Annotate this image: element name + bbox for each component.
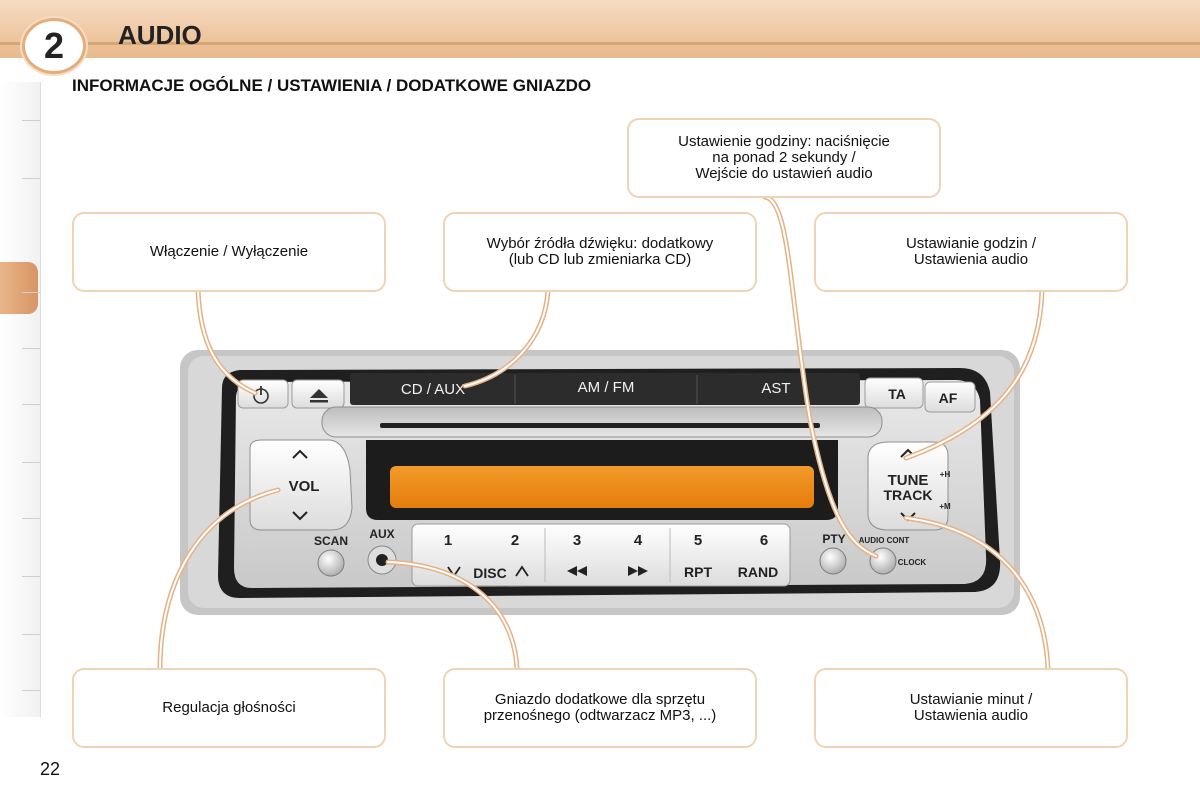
side-tab-divider	[22, 518, 40, 519]
preset-3-label: 3	[573, 532, 581, 549]
rewind-icon	[567, 566, 587, 576]
eject-icon	[310, 389, 328, 398]
leader-line-minutes-inner	[905, 517, 1049, 671]
preset-4-label: 4	[634, 532, 643, 549]
audio-cont-clock-button[interactable]	[869, 547, 897, 575]
side-tab-divider	[22, 292, 40, 293]
callout-aux-jack: Gniazdo dodatkowe dla sprzętu przenośneg…	[443, 668, 757, 748]
side-tab-divider	[22, 634, 40, 635]
side-tab-divider	[22, 576, 40, 577]
eject-button[interactable]	[291, 379, 345, 409]
leader-line-aux-inner	[387, 561, 518, 671]
cd-slot-frame	[321, 406, 883, 438]
orange-display	[390, 466, 814, 508]
audio-cont-label: AUDIO CONT	[859, 536, 910, 545]
callout-clock: Ustawienie godziny: naciśnięcie na ponad…	[627, 118, 941, 198]
preset-button-3[interactable]: 3	[573, 532, 581, 549]
leader-line-volume-inner	[159, 489, 279, 671]
preset-6-label: 6	[760, 532, 768, 549]
chapter-side-tabs	[0, 82, 41, 717]
callout-source: Wybór źródła dźwięku: dodatkowy (lub CD …	[443, 212, 757, 292]
chapter-header-bar	[0, 0, 1200, 58]
plus-m-label: +M	[939, 502, 951, 511]
preset-button-1[interactable]: 1	[444, 532, 452, 549]
cd-aux-button[interactable]: CD / AUX	[401, 381, 465, 398]
fast-forward-icon	[628, 566, 648, 576]
volume-label: VOL	[289, 478, 320, 495]
header-divider	[0, 42, 1200, 45]
am-fm-button[interactable]: AM / FM	[578, 379, 635, 396]
preset-2-label: 2	[511, 532, 519, 549]
aux-jack[interactable]	[376, 554, 388, 566]
volume-rocker[interactable]	[249, 439, 353, 531]
side-tab-divider	[22, 178, 40, 179]
ast-button[interactable]: AST	[761, 380, 790, 397]
ta-button-body[interactable]	[864, 377, 924, 409]
side-tab-divider	[22, 348, 40, 349]
power-button[interactable]	[237, 379, 289, 409]
aux-label: AUX	[369, 527, 394, 541]
af-button[interactable]: AF	[939, 390, 958, 406]
track-label: TRACK	[884, 487, 933, 503]
pty-button[interactable]	[819, 547, 847, 575]
rpt-label: RPT	[684, 564, 712, 580]
af-button-body[interactable]	[924, 381, 976, 413]
preset-5-label: 5	[694, 532, 702, 549]
disc-label: DISC	[473, 565, 506, 581]
pty-label: PTY	[822, 532, 845, 546]
preset-button-2[interactable]: 2	[511, 532, 519, 549]
side-tab-divider	[22, 690, 40, 691]
volume-up-icon	[292, 449, 308, 459]
preset-button-5[interactable]: 5	[694, 532, 702, 549]
rand-label: RAND	[738, 564, 778, 580]
leader-line-source-inner	[464, 289, 549, 387]
leader-line-hours-inner	[905, 289, 1043, 459]
clock-label: CLOCK	[898, 558, 927, 567]
side-tab-divider	[22, 404, 40, 405]
section-title: INFORMACJE OGÓLNE / USTAWIENIA / DODATKO…	[72, 76, 592, 95]
side-tab-divider	[22, 462, 40, 463]
tune-label: TUNE	[888, 472, 929, 489]
callout-volume: Regulacja głośności	[72, 668, 386, 748]
leader-line-power-inner	[197, 289, 256, 394]
callout-hours: Ustawianie godzin / Ustawienia audio	[814, 212, 1128, 292]
scan-label: SCAN	[314, 534, 348, 548]
side-tab-divider	[22, 120, 40, 121]
callout-power: Włączenie / Wyłączenie	[72, 212, 386, 292]
preset-button-4[interactable]: 4	[634, 532, 643, 549]
volume-down-icon	[292, 511, 308, 521]
side-tab-active	[0, 262, 38, 314]
callout-minutes: Ustawianie minut / Ustawienia audio	[814, 668, 1128, 748]
preset-button-6[interactable]: 6	[760, 532, 768, 549]
scan-button[interactable]	[317, 549, 345, 577]
plus-h-label: +H	[940, 470, 951, 479]
preset-1-label: 1	[444, 532, 452, 549]
preset-panel	[411, 523, 791, 587]
page-number: 22	[40, 759, 61, 779]
chapter-number-badge: 2	[22, 18, 86, 74]
ta-button[interactable]: TA	[888, 386, 906, 402]
chapter-title: AUDIO	[118, 20, 202, 50]
leader-line-clock-inner	[764, 196, 877, 557]
cd-slot[interactable]	[380, 423, 820, 428]
disc-up-icon	[515, 565, 529, 577]
